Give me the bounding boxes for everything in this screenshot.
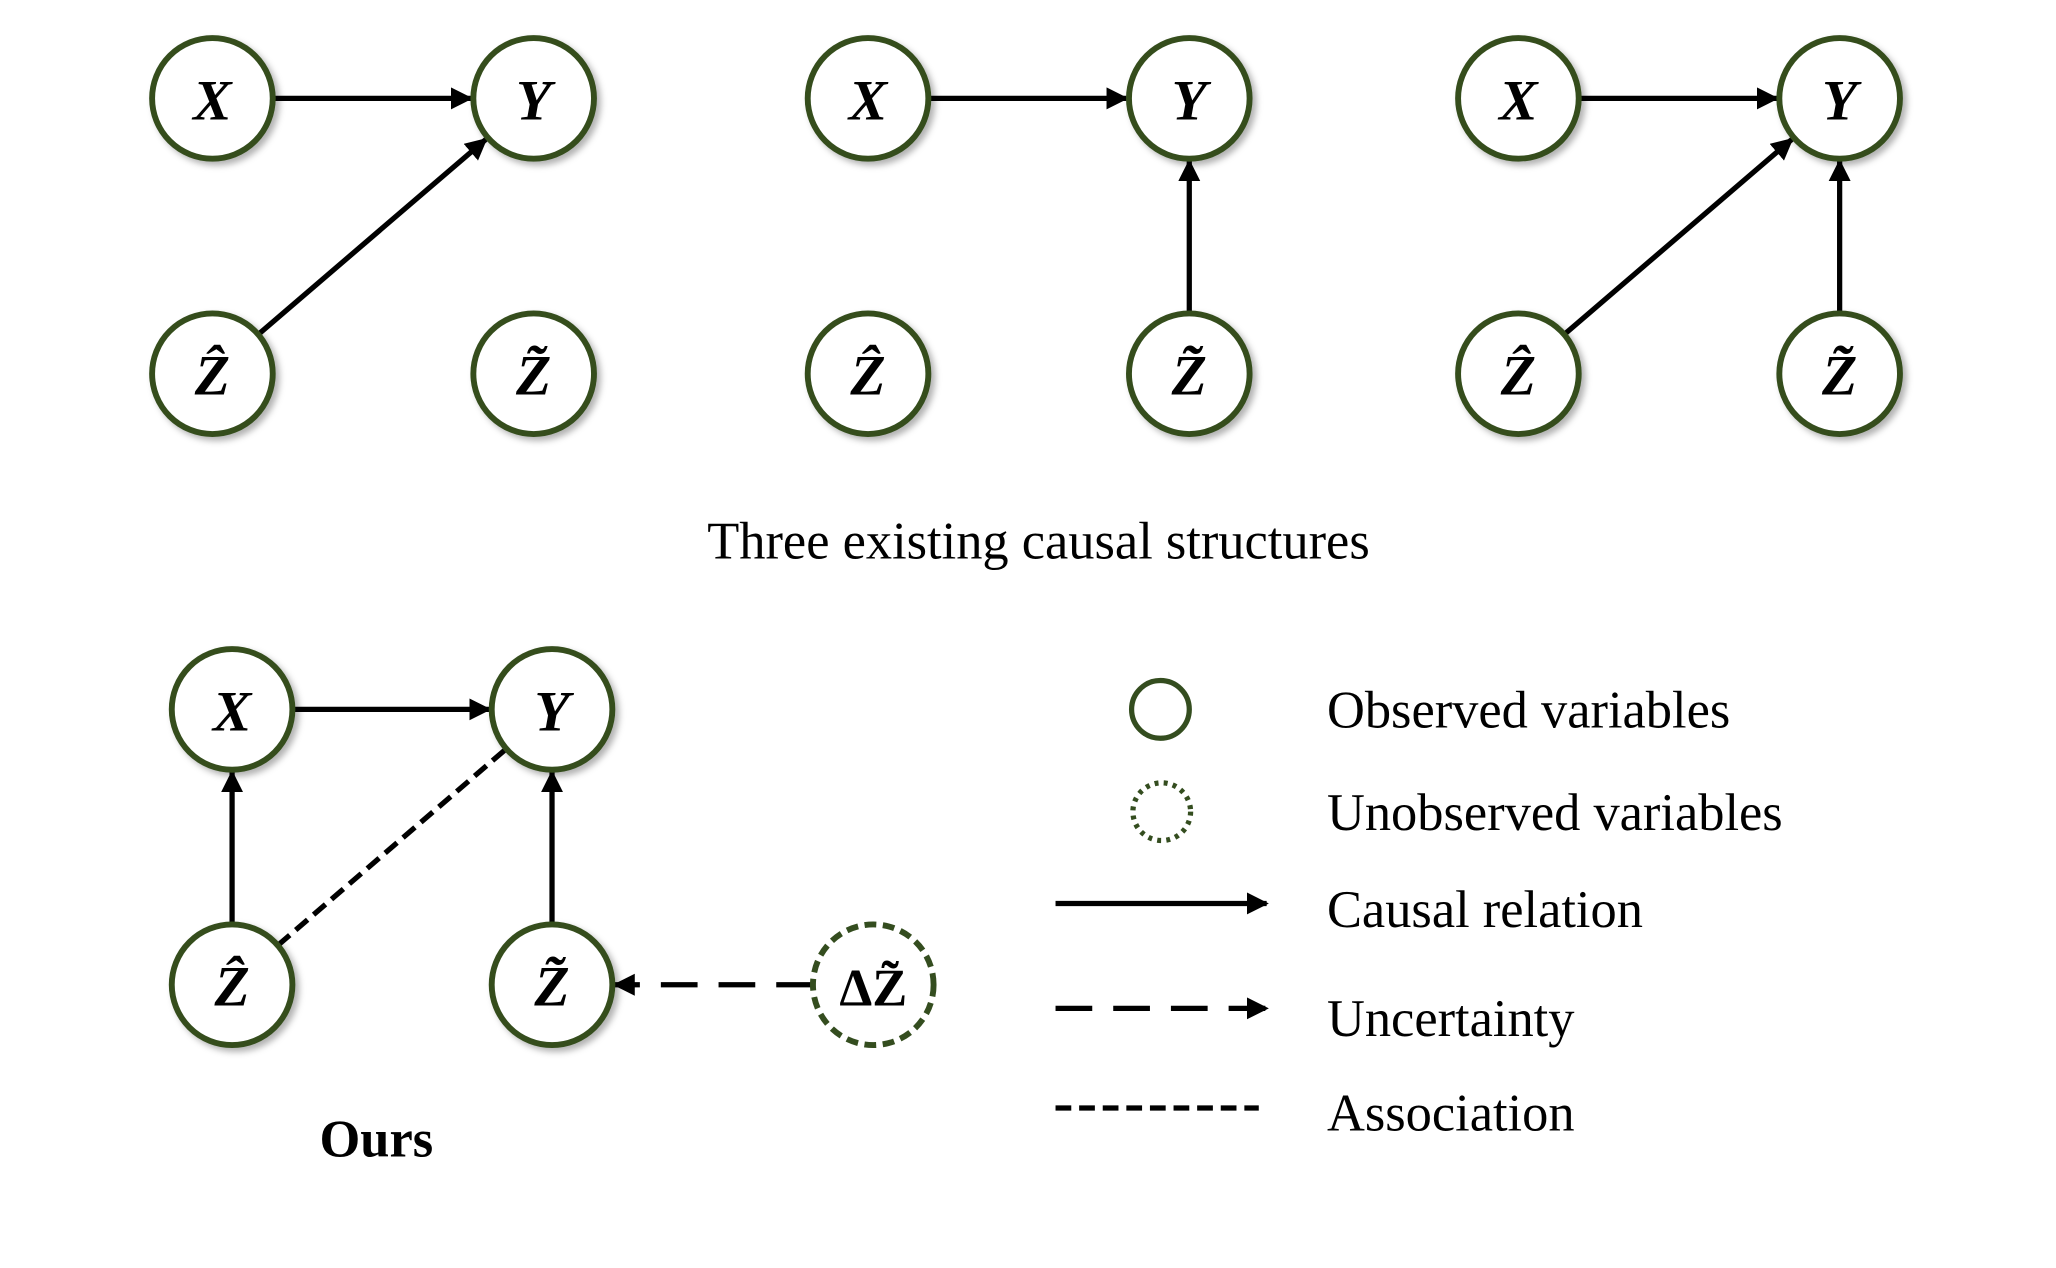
unobserved-node-circle — [810, 921, 937, 1049]
node-Zhat: Ẑ — [1455, 310, 1582, 437]
observed-node-circle — [470, 310, 597, 437]
observed-node-circle — [1776, 310, 1903, 437]
observed-node-circle — [168, 921, 296, 1049]
node-label: Y — [516, 69, 556, 132]
node-label: X — [1497, 69, 1539, 132]
node-label: Ẑ — [194, 345, 230, 408]
causal-edge-Zhat-Y — [1562, 137, 1794, 337]
observed-node-circle — [1455, 35, 1582, 162]
node-X: X — [804, 35, 932, 162]
node-X: X — [1455, 35, 1582, 162]
node-label: Z̃ — [515, 345, 551, 408]
node-Zhat: Ẑ — [168, 921, 296, 1049]
node-label: Z̃ — [1171, 345, 1207, 408]
node-label: Y — [1822, 69, 1862, 132]
existing-structure-2: X Y Ẑ Z̃ — [804, 35, 1253, 437]
observed-node-circle — [168, 646, 296, 773]
node-Y: Y — [1776, 35, 1903, 162]
node-label: X — [211, 680, 253, 743]
ours-structure: X Y Ẑ Z̃ ΔZ̃ — [168, 646, 937, 1049]
node-label: Ẑ — [1500, 345, 1536, 408]
existing-structure-1: X Y Ẑ Z̃ — [149, 35, 597, 437]
observed-node-circle — [488, 646, 616, 773]
causal-edge-Zhat-Y — [256, 137, 488, 337]
legend-observed-icon — [1128, 677, 1192, 741]
observed-node-circle — [804, 310, 932, 437]
caption-ours: Ours — [320, 1111, 434, 1169]
node-label: Z̃ — [1821, 345, 1857, 408]
node-Zhat: Ẑ — [804, 310, 932, 437]
node-label: Y — [534, 680, 574, 743]
node-label: Ẑ — [849, 345, 885, 408]
observed-node-circle — [488, 921, 616, 1049]
node-label: X — [847, 69, 889, 132]
node-Ztilde: Z̃ — [488, 921, 616, 1049]
caption-existing: Three existing causal structures — [707, 513, 1370, 571]
legend-unobserved-icon — [1130, 780, 1194, 844]
existing-structure-3: X Y Ẑ Z̃ — [1455, 35, 1903, 437]
legend-association-label: Association — [1327, 1084, 1575, 1142]
node-label: Ẑ — [213, 956, 249, 1019]
observed-node-circle — [470, 35, 597, 162]
association-edge-Zhat-Y — [276, 748, 507, 948]
legend-unobserved-label: Unobserved variables — [1327, 784, 1783, 842]
node-Y: Y — [1126, 35, 1253, 162]
node-Ztilde: Z̃ — [470, 310, 597, 437]
node-label: X — [191, 69, 233, 132]
node-Ztilde: Z̃ — [1776, 310, 1903, 437]
legend: Observed variables Unobserved variables … — [1055, 677, 1783, 1142]
legend-uncertainty-label: Uncertainty — [1327, 990, 1575, 1048]
node-Y: Y — [488, 646, 616, 773]
node-Zhat: Ẑ — [149, 310, 276, 437]
legend-causal-label: Causal relation — [1327, 881, 1643, 939]
node-dZ: ΔZ̃ — [810, 921, 937, 1049]
observed-node-circle — [1455, 310, 1582, 437]
observed-node-circle — [1126, 310, 1253, 437]
node-X: X — [168, 646, 296, 773]
observed-node-circle — [149, 310, 276, 437]
node-Ztilde: Z̃ — [1126, 310, 1253, 437]
observed-node-circle — [1126, 35, 1253, 162]
node-label: Z̃ — [533, 956, 569, 1019]
legend-observed-label: Observed variables — [1327, 682, 1730, 740]
node-label: ΔZ̃ — [839, 960, 907, 1018]
observed-node-circle — [804, 35, 932, 162]
node-label: Y — [1172, 69, 1212, 132]
node-Y: Y — [470, 35, 597, 162]
observed-node-circle — [149, 35, 276, 162]
observed-node-circle — [1776, 35, 1903, 162]
node-X: X — [149, 35, 276, 162]
